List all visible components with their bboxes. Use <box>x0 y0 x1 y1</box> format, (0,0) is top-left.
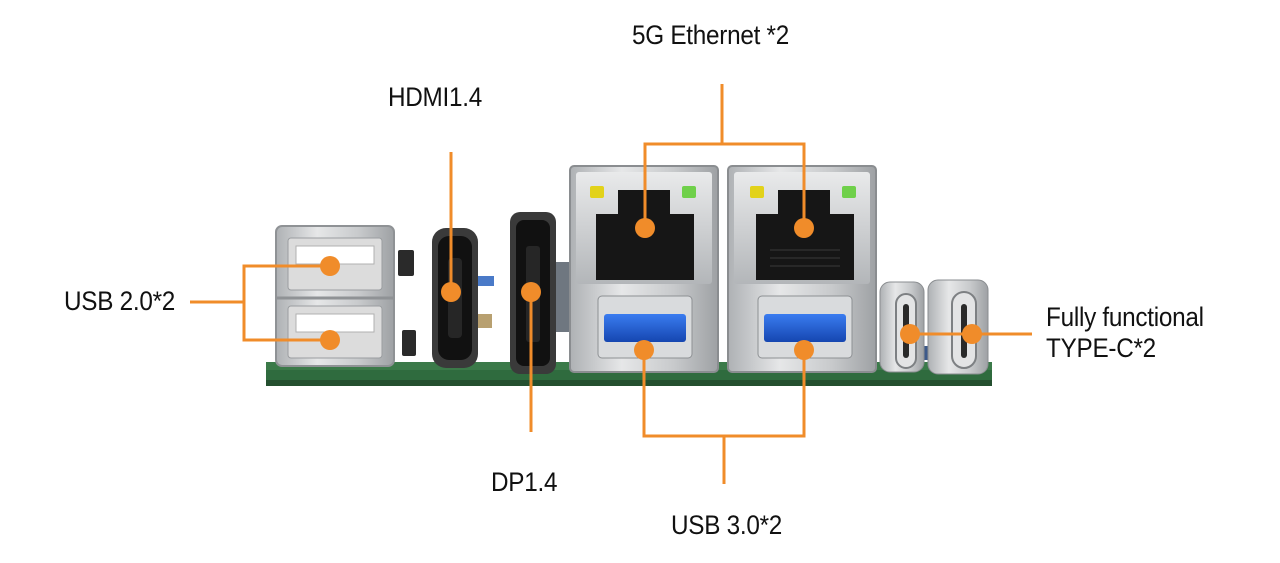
usb2-connector <box>275 225 395 367</box>
ethernet-label: 5G Ethernet *2 <box>632 20 789 50</box>
dp-label: DP1.4 <box>491 467 558 497</box>
hdmi-label: HDMI1.4 <box>388 82 482 112</box>
usb2-label: USB 2.0*2 <box>64 286 176 316</box>
combo-connector-left <box>569 165 719 373</box>
typec-connector-2 <box>927 279 989 375</box>
usb3-label: USB 3.0*2 <box>671 510 783 540</box>
callout-dots <box>320 218 982 360</box>
typec-label: Fully functional TYPE-C*2 <box>1046 302 1204 364</box>
typec-label-line2: TYPE-C*2 <box>1046 333 1156 364</box>
typec-label-line1: Fully functional <box>1046 302 1204 332</box>
typec-connector-1 <box>879 281 925 373</box>
